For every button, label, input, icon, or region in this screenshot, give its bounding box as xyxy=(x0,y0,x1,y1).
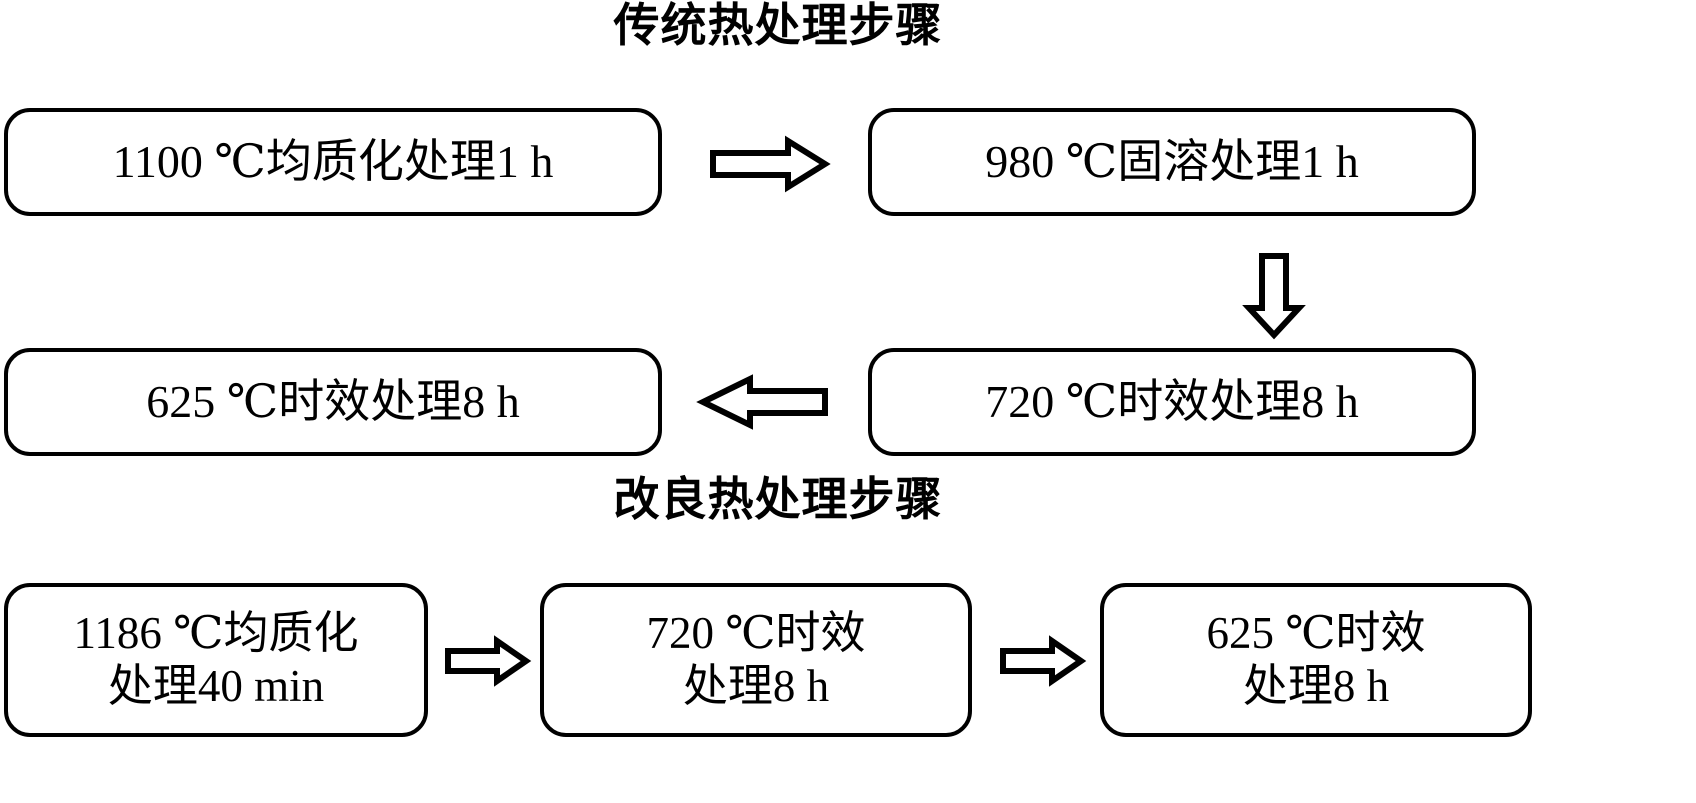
improved-section-title: 改良热处理步骤 xyxy=(613,474,943,525)
step-box-traditional-2[interactable]: 980 ℃固溶处理1 h xyxy=(868,108,1476,216)
arrow-right-improved-1 xyxy=(445,635,532,687)
arrow-down-traditional-2 xyxy=(1242,253,1306,340)
step-box-traditional-1[interactable]: 1100 ℃均质化处理1 h xyxy=(4,108,662,216)
step-box-improved-3[interactable]: 625 ℃时效 处理8 h xyxy=(1100,583,1532,737)
step-box-traditional-4[interactable]: 625 ℃时效处理8 h xyxy=(4,348,662,456)
arrow-right-improved-2 xyxy=(1000,635,1087,687)
arrow-left-traditional-3 xyxy=(696,374,828,430)
step-box-traditional-3[interactable]: 720 ℃时效处理8 h xyxy=(868,348,1476,456)
arrow-right-traditional-1 xyxy=(710,135,831,193)
step-box-improved-1[interactable]: 1186 ℃均质化 处理40 min xyxy=(4,583,428,737)
step-box-improved-2[interactable]: 720 ℃时效 处理8 h xyxy=(540,583,972,737)
traditional-section-title: 传统热处理步骤 xyxy=(613,0,943,51)
